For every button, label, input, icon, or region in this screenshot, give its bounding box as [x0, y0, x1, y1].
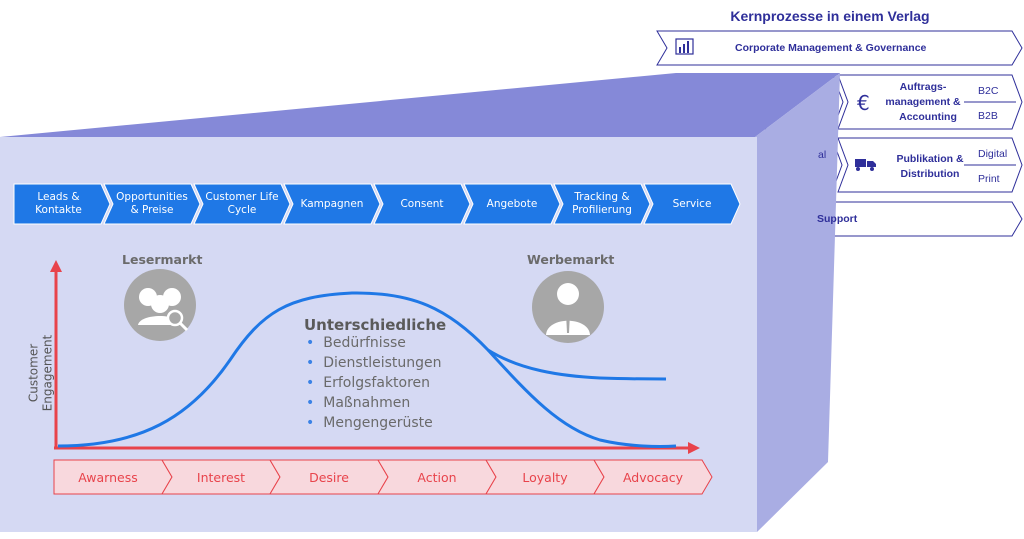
auftrag-label-2: management &	[885, 96, 961, 108]
svg-text:€: €	[857, 91, 870, 115]
auftrag-label-3: Accounting	[899, 111, 957, 123]
auftrag-box	[837, 74, 1023, 130]
truck-icon	[855, 159, 876, 171]
auftrag-label-1: Auftrags-	[899, 81, 947, 93]
process-chevron-5	[373, 183, 471, 225]
panel-top-face	[0, 73, 840, 137]
process-chevron-1	[13, 183, 111, 225]
x-axis-arrow	[688, 442, 700, 454]
bullet-dot-icon: •	[306, 395, 315, 411]
werbemarkt-icon	[532, 271, 604, 343]
process-label-2: Opportunities & Preise	[116, 191, 188, 216]
process-chevron-4	[283, 183, 381, 225]
auftrag-b2b: B2B	[978, 110, 998, 122]
engagement-curve	[57, 291, 677, 448]
page-title: Kernprozesse in einem Verlag	[730, 8, 930, 24]
publikation-box	[837, 137, 1023, 193]
bullet-item: • Maßnahmen	[306, 395, 410, 411]
process-chevron-3	[193, 183, 291, 225]
center-title: Unterschiedliche	[304, 316, 447, 334]
process-label-8: Service	[672, 197, 712, 210]
stage-label-6: Advocacy	[622, 469, 684, 485]
bullet-text: Maßnahmen	[323, 395, 411, 411]
bullet-text: Mengengerüste	[323, 415, 433, 431]
publikation-digital: Digital	[978, 148, 1008, 160]
bullet-text: Erfolgsfaktoren	[323, 375, 431, 391]
process-label-1: Leads & Kontakte	[35, 191, 82, 216]
publikation-print: Print	[978, 173, 1000, 185]
process-label-4: Kampagnen	[300, 197, 364, 210]
process-chevron-6	[463, 183, 561, 225]
process-label-6: Angebote	[486, 197, 538, 210]
stage-label-3: Desire	[309, 469, 349, 485]
support-label: Support	[817, 213, 858, 225]
partial-al-label: al	[818, 149, 827, 161]
bullet-item: • Dienstleistungen	[306, 355, 442, 371]
auftrag-b2c: B2C	[978, 85, 999, 97]
corporate-label: Corporate Management & Governance	[735, 42, 927, 54]
process-chevron-7	[553, 183, 651, 225]
bullet-item: • Mengengerüste	[306, 415, 433, 431]
bullet-text: Dienstleistungen	[323, 355, 442, 371]
stage-chevron-row	[53, 459, 713, 495]
bullet-item: • Erfolgsfaktoren	[306, 375, 430, 391]
retention-curve	[487, 348, 667, 381]
stage-label-2: Interest	[196, 469, 246, 485]
stage-label-1: Awarness	[78, 469, 138, 485]
stage-chevron-6	[593, 459, 713, 495]
panel-side-face	[755, 73, 840, 532]
lesermarkt-icon	[124, 269, 196, 341]
stage-label-4: Action	[417, 469, 457, 485]
bullet-dot-icon: •	[306, 375, 315, 391]
process-label-3: Customer Life Cycle	[205, 191, 279, 216]
process-chevron-8	[643, 183, 741, 225]
bullet-item: • Bedürfnisse	[306, 335, 406, 351]
lesermarkt-label: Lesermarkt	[122, 252, 203, 267]
bullet-text: Bedürfnisse	[323, 335, 406, 351]
bullet-dot-icon: •	[306, 355, 315, 371]
werbemarkt-label: Werbemarkt	[527, 252, 615, 267]
y-axis-label: Customer Engagement	[26, 334, 55, 412]
stage-label-5: Loyalty	[522, 469, 568, 485]
publikation-label-1: Publikation &	[896, 153, 964, 165]
process-chevron-2	[103, 183, 201, 225]
bullet-dot-icon: •	[306, 335, 315, 351]
corporate-box	[656, 30, 1023, 66]
process-label-7: Tracking & Profilierung	[572, 191, 632, 216]
y-axis-arrow	[50, 260, 62, 272]
process-chevron-row	[13, 183, 741, 225]
bar-chart-icon	[675, 38, 694, 55]
bullet-dot-icon: •	[306, 415, 315, 431]
euro-icon: €	[857, 91, 870, 115]
process-label-5: Consent	[400, 197, 444, 210]
publikation-label-2: Distribution	[900, 168, 960, 180]
